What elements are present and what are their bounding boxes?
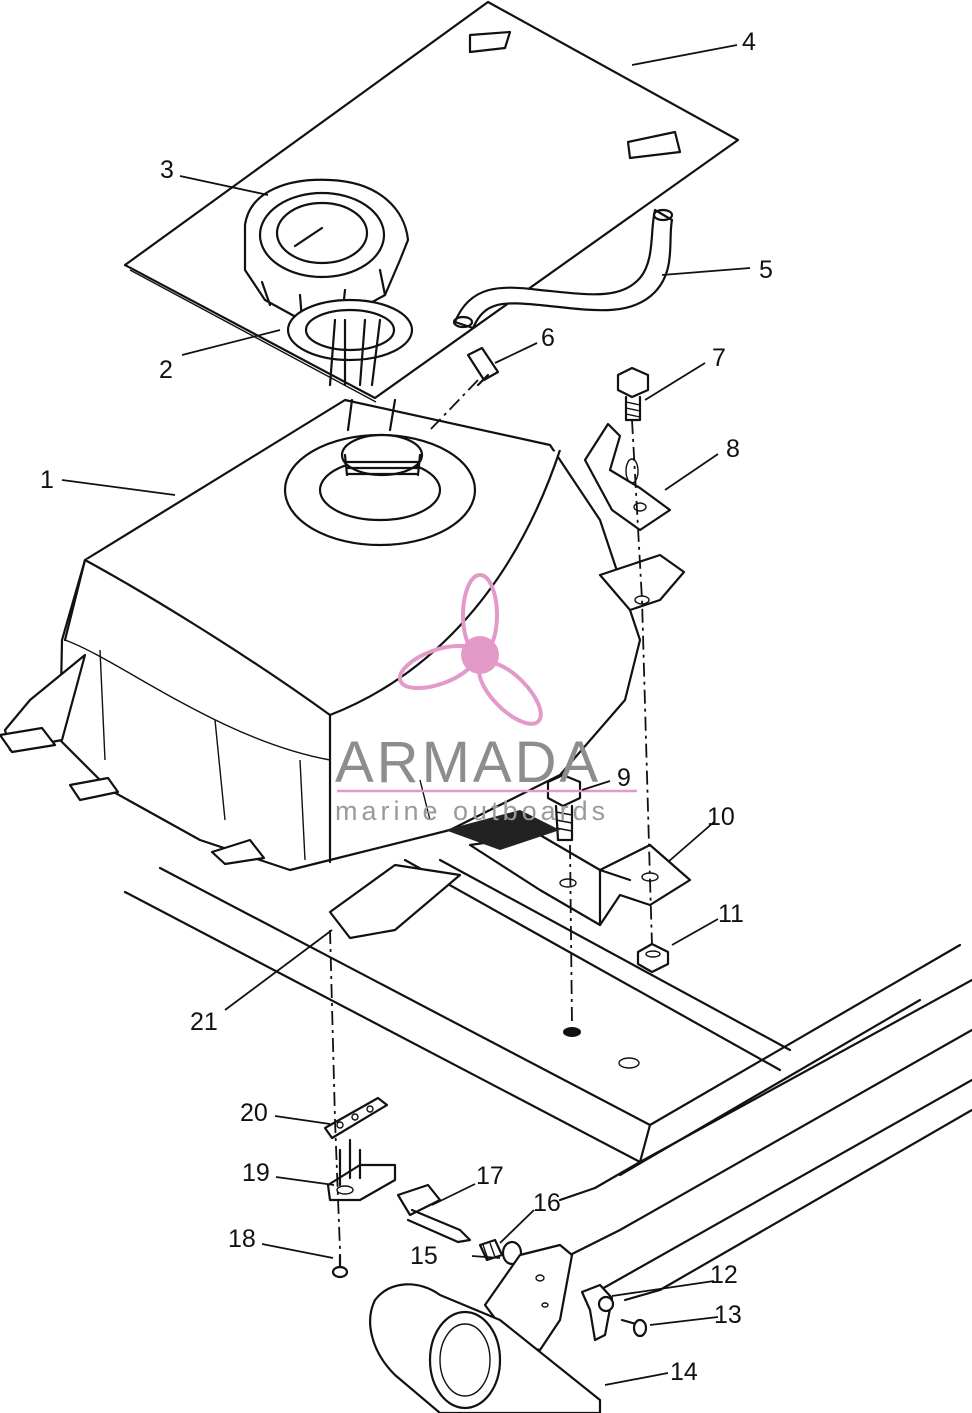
lever-screw bbox=[620, 1318, 648, 1338]
tank-bracket-upper bbox=[583, 422, 672, 532]
tank-bottom-pad bbox=[328, 863, 462, 940]
assembly-lines bbox=[329, 379, 653, 1251]
bracket-nut bbox=[636, 942, 670, 974]
callout-19: 19 bbox=[242, 1159, 270, 1187]
fuel-valve-body bbox=[326, 1138, 397, 1202]
callout-20: 20 bbox=[240, 1099, 268, 1127]
valve-lever bbox=[580, 1283, 615, 1342]
callout-6: 6 bbox=[541, 324, 555, 352]
callout-5: 5 bbox=[759, 256, 773, 284]
armada-watermark: ARMADA marine outboards bbox=[335, 573, 637, 826]
callout-7: 7 bbox=[712, 344, 726, 372]
callout-16: 16 bbox=[533, 1189, 561, 1217]
callout-14: 14 bbox=[670, 1358, 698, 1386]
callout-18: 18 bbox=[228, 1225, 256, 1253]
callout-10: 10 bbox=[707, 803, 735, 831]
callout-4: 4 bbox=[742, 28, 756, 56]
fuel-tank bbox=[0, 398, 686, 940]
callout-labels: 1 2 3 4 5 6 7 8 9 10 11 12 13 14 15 16 1… bbox=[40, 28, 773, 1386]
callout-3: 3 bbox=[160, 156, 174, 184]
bracket-bolt-upper bbox=[616, 366, 650, 422]
vent-hose bbox=[452, 208, 674, 330]
fuel-cap bbox=[243, 178, 414, 432]
watermark-brand: ARMADA bbox=[335, 730, 601, 795]
callout-9: 9 bbox=[617, 764, 631, 792]
watermark-tagline: marine outboards bbox=[335, 796, 609, 826]
callout-21: 21 bbox=[190, 1008, 218, 1036]
frame-tube-end bbox=[369, 1283, 602, 1413]
frame-rails bbox=[123, 858, 972, 1302]
valve-spring bbox=[478, 1238, 523, 1266]
callout-11: 11 bbox=[718, 900, 744, 928]
callout-1: 1 bbox=[40, 466, 54, 494]
callout-12: 12 bbox=[710, 1261, 738, 1289]
valve-stem bbox=[396, 1183, 472, 1244]
callout-8: 8 bbox=[726, 435, 740, 463]
callout-17: 17 bbox=[476, 1162, 504, 1190]
callout-2: 2 bbox=[159, 356, 173, 384]
plate-screw bbox=[331, 1253, 349, 1279]
propeller-logo-icon bbox=[397, 573, 543, 726]
leader-lines bbox=[61, 44, 751, 1386]
callout-13: 13 bbox=[714, 1301, 742, 1329]
tank-bracket-lower bbox=[445, 810, 692, 927]
vent-fitting bbox=[466, 346, 500, 387]
callout-15: 15 bbox=[410, 1242, 438, 1270]
valve-plate bbox=[323, 1096, 389, 1140]
